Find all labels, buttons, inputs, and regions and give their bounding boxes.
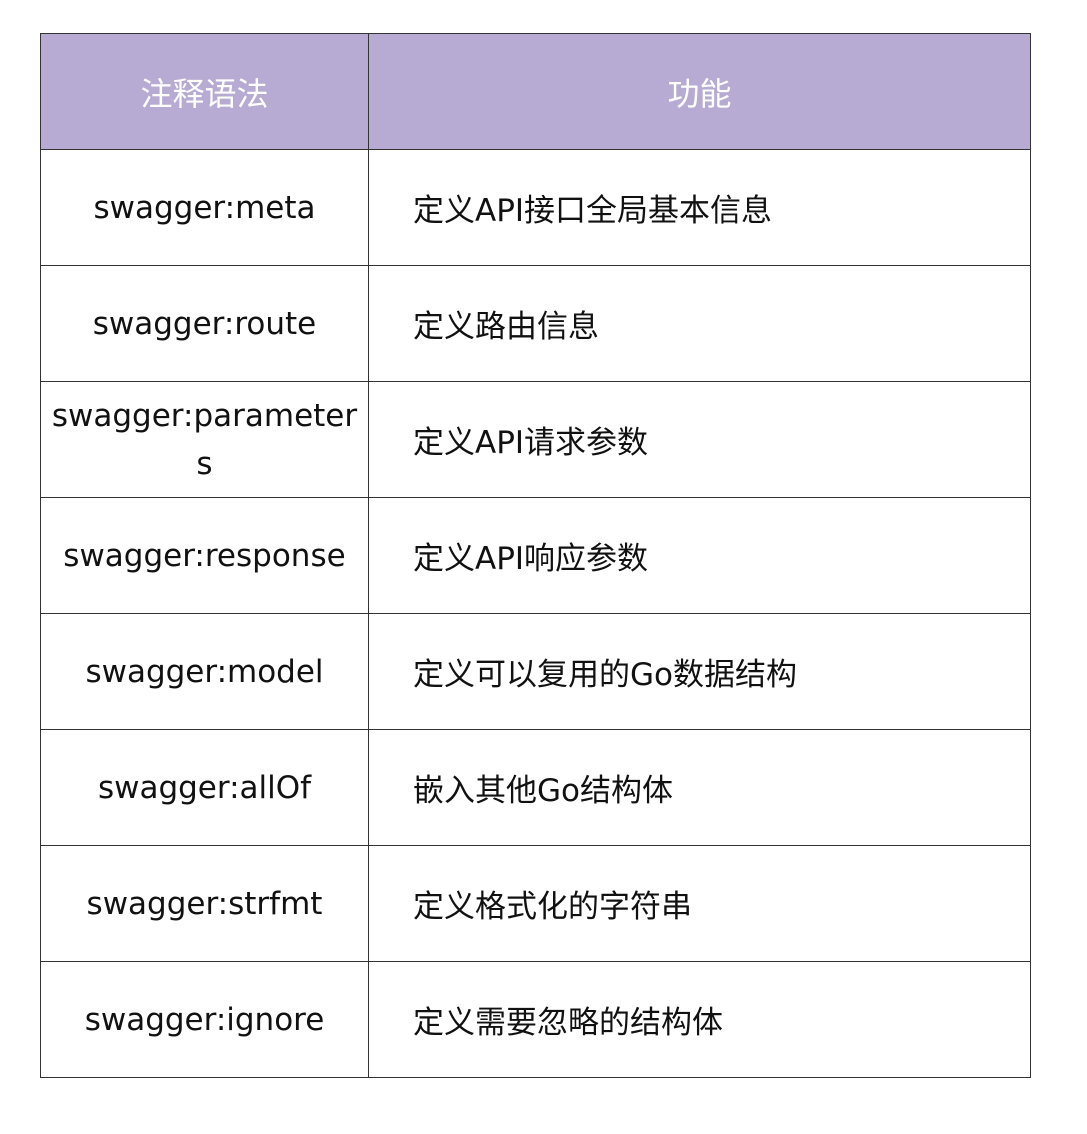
function-cell: 定义API接口全局基本信息 — [368, 149, 1031, 266]
function-cell: 嵌入其他Go结构体 — [368, 729, 1031, 846]
syntax-cell: swagger:model — [40, 613, 369, 730]
function-cell: 定义格式化的字符串 — [368, 845, 1031, 962]
syntax-cell: swagger:route — [40, 265, 369, 382]
function-cell: 定义需要忽略的结构体 — [368, 961, 1031, 1078]
function-cell: 定义路由信息 — [368, 265, 1031, 382]
function-cell: 定义可以复用的Go数据结构 — [368, 613, 1031, 730]
syntax-cell: swagger:meta — [40, 149, 369, 266]
table-header-row: 注释语法 功能 — [40, 33, 1031, 150]
header-function: 功能 — [368, 33, 1031, 150]
syntax-cell: swagger:strfmt — [40, 845, 369, 962]
function-cell: 定义API请求参数 — [368, 381, 1031, 498]
syntax-cell: swagger:response — [40, 497, 369, 614]
function-cell: 定义API响应参数 — [368, 497, 1031, 614]
syntax-cell: swagger:allOf — [40, 729, 369, 846]
header-syntax: 注释语法 — [40, 33, 369, 150]
syntax-cell: swagger:parameters — [40, 381, 369, 498]
syntax-cell: swagger:ignore — [40, 961, 369, 1078]
